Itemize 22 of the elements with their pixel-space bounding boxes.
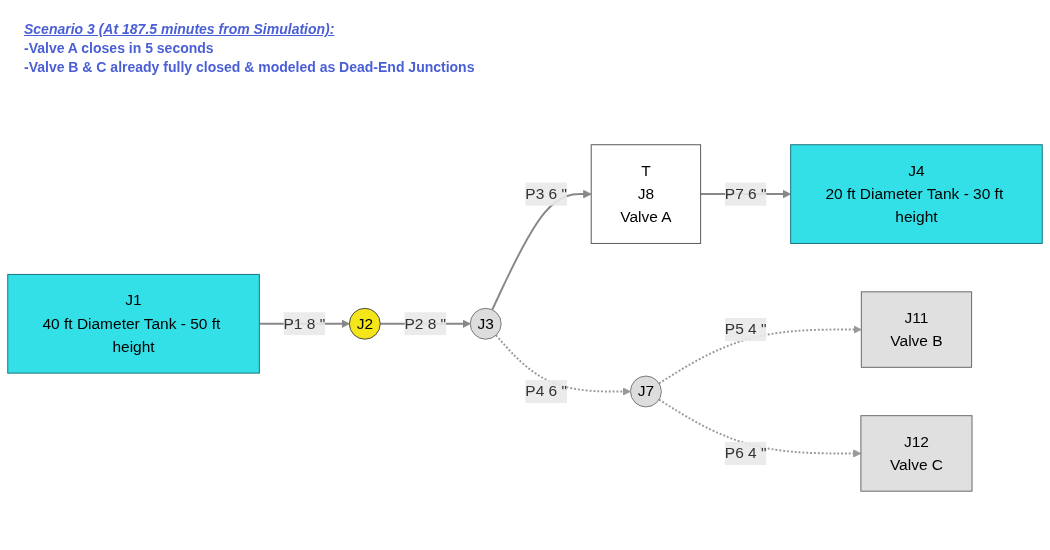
edge-label: P7 6 " (724, 184, 767, 202)
note-text: Scenario 3 (At 187.5 minutes from Simulation): (24, 20, 336, 39)
node-circle: J7 (630, 375, 662, 407)
edge-label: P4 6 " (525, 382, 568, 399)
edge-label: P6 4 " (724, 444, 767, 461)
node-box: J12 Valve C (860, 414, 973, 492)
arrow (495, 333, 631, 396)
node-circle: J3 (469, 307, 502, 340)
arrow (658, 324, 862, 384)
node-box: T J8 Valve A (590, 143, 702, 244)
edge-label: P2 8 " (404, 314, 447, 332)
note-text: -Valve A closes in 5 seconds (24, 39, 215, 58)
node-box: J11 Valve B (860, 290, 973, 368)
edge-label: P1 8 " (283, 314, 326, 332)
node-box: J1 40 ft Diameter Tank - 50 ft height (7, 273, 260, 374)
edge-label: P3 6 " (525, 184, 568, 202)
note-text: -Valve B & C already fully closed & modeled as Dead-End Junctions (24, 58, 475, 77)
node-circle: J2 (348, 307, 381, 340)
edge-label: P5 4 " (724, 320, 767, 337)
arrow (658, 398, 862, 458)
node-box: J4 20 ft Diameter Tank - 30 ft height (790, 143, 1043, 244)
arrow (491, 189, 592, 311)
